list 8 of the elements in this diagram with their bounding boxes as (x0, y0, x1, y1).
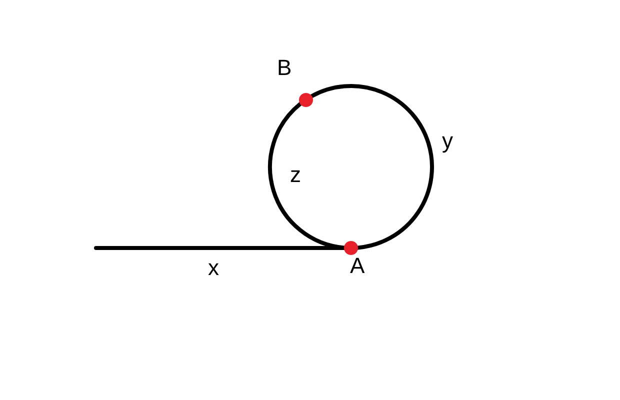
point-label: A (350, 255, 365, 277)
edge-label: x (208, 257, 219, 279)
edge-label: y (442, 130, 453, 152)
line (94, 246, 346, 250)
circle-arc (268, 102, 346, 250)
point-label: B (277, 57, 292, 79)
circle-arc (310, 84, 434, 250)
edge-label: z (290, 164, 301, 186)
